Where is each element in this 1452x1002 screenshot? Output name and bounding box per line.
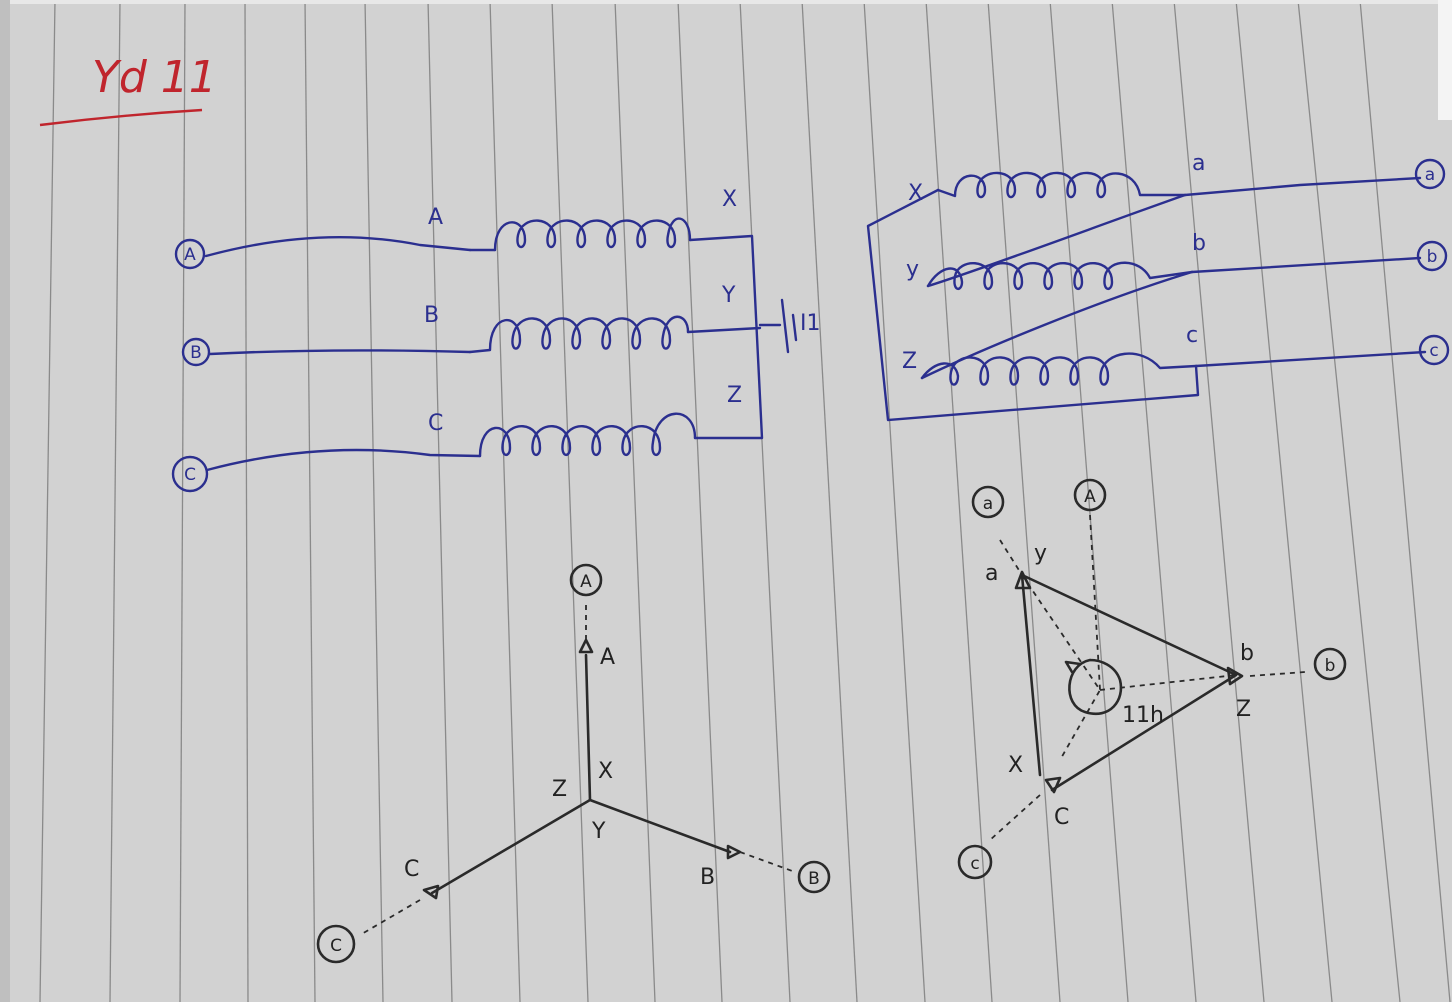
hv-phasor-terminal-A: A: [569, 563, 603, 597]
hv-phasor-terminal-C: C: [316, 924, 356, 964]
hv-coil-A-turns: [493, 217, 692, 252]
lv-dash-a: [999, 539, 1023, 576]
hv-phasor-label-Y: Y: [591, 819, 606, 844]
lv-terminal-b: b: [1416, 240, 1448, 272]
lv-phasor-label-Z: Z: [1236, 697, 1251, 722]
hv-label-X: X: [722, 187, 737, 212]
lv-label-b: b: [1192, 231, 1206, 256]
hv-terminal-A: A: [174, 238, 206, 270]
lv-delta-link-bz: [920, 270, 1194, 380]
lv-delta-link-xc: [866, 188, 1200, 422]
svg-text:A: A: [184, 245, 196, 265]
lv-label-X: X: [908, 181, 923, 206]
hv-lead-C: [205, 448, 482, 472]
lv-lead-a: [1183, 176, 1422, 197]
lv-dash-center: [1021, 574, 1102, 761]
svg-text:b: b: [1325, 656, 1336, 676]
hv-phasor-C: [430, 798, 592, 895]
hv-lead-B: [208, 349, 472, 356]
lv-phasor-label-a: a: [985, 561, 998, 586]
lv-label-a: a: [1192, 151, 1205, 176]
hv-phasor-terminal-B: B: [797, 860, 831, 894]
lv-arrow-c: [1044, 776, 1062, 794]
lv-phasor-label-y: y: [1034, 541, 1047, 566]
hv-label-C: C: [428, 411, 443, 436]
hv-arrow-C: [422, 884, 440, 900]
hv-phasor: A B C A B C Z X Y: [316, 563, 831, 964]
lv-label-c: c: [1186, 323, 1198, 348]
hv-terminal-B: B: [181, 337, 211, 367]
lv-angle-arrow: [1064, 660, 1082, 674]
lv-delta-side-bottom: [1050, 673, 1238, 792]
hv-label-B: B: [424, 303, 439, 328]
lv-label-y: y: [906, 257, 919, 282]
lv-delta-link-ay: [926, 193, 1187, 288]
lv-angle-label: 11h: [1122, 703, 1164, 728]
hv-star-bus: [688, 234, 764, 440]
hv-coil-B: [468, 315, 690, 354]
hv-phasor-label-X: X: [598, 759, 613, 784]
svg-text:c: c: [970, 854, 979, 874]
hv-phasor-label-Z: Z: [552, 777, 567, 802]
lv-phasor-terminal-A: A: [1073, 478, 1107, 512]
svg-text:a: a: [1425, 165, 1435, 185]
svg-text:c: c: [1429, 341, 1438, 361]
title: Yd 11: [39, 52, 217, 127]
hv-dash-C: [359, 899, 421, 936]
lv-label-Z: Z: [902, 349, 917, 374]
hv-lead-A: [204, 235, 472, 258]
svg-text:a: a: [983, 494, 993, 514]
lv-terminal-a: a: [1414, 158, 1446, 190]
lv-dash-c: [989, 794, 1041, 841]
svg-text:B: B: [190, 343, 202, 363]
svg-text:b: b: [1427, 247, 1438, 267]
hv-star-link-B: [686, 326, 762, 334]
lv-coil-a: [936, 171, 1187, 199]
lv-phasor-terminal-c: c: [957, 844, 993, 880]
lv-phasor-terminal-a: a: [971, 485, 1005, 519]
lv-arrow-a: [1014, 570, 1032, 590]
svg-text:A: A: [1084, 487, 1096, 507]
lv-lead-b: [1190, 256, 1422, 274]
hv-terminal-C: C: [171, 455, 209, 493]
hv-label-Z: Z: [727, 383, 742, 408]
lv-arrow-b: [1226, 666, 1244, 686]
lv-coil-b: [926, 261, 1194, 290]
lv-phasor: a A b c a y b Z X C 11h: [957, 478, 1347, 880]
lv-winding: a b c X y Z a b c: [866, 151, 1450, 422]
hv-neutral-mark: I1: [800, 311, 821, 336]
hv-label-Y: Y: [721, 283, 736, 308]
lv-phasor-label-C: C: [1054, 805, 1069, 830]
lv-phasor-terminal-b: b: [1313, 647, 1347, 681]
hv-phasor-label-B: B: [700, 865, 715, 890]
hv-phasor-label-A: A: [600, 645, 615, 670]
lv-phasor-label-b: b: [1240, 641, 1254, 666]
svg-text:C: C: [330, 936, 342, 956]
page-edge-mark: [1438, 0, 1452, 120]
lv-angle-arc: [1068, 658, 1123, 715]
lv-phasor-label-X: X: [1008, 753, 1023, 778]
lv-dash-centre-b: [1099, 674, 1237, 691]
lv-lead-c: [1194, 350, 1427, 368]
hv-phasor-label-C: C: [404, 857, 419, 882]
hv-arrow-A: [578, 638, 594, 654]
hv-label-A: A: [428, 205, 443, 230]
hv-phasor-B: [588, 798, 732, 854]
svg-text:A: A: [580, 572, 592, 592]
hv-coil-C: [478, 412, 697, 458]
hv-neutral-earth: [758, 298, 798, 354]
svg-text:B: B: [808, 869, 820, 889]
title-text: Yd 11: [92, 52, 217, 103]
lv-delta-side-left: [1020, 573, 1042, 777]
hv-winding: A B C A B C X Y Z I1: [171, 187, 821, 493]
ruled-lines: [39, 0, 1451, 1002]
hv-phasor-A: [584, 653, 592, 802]
lv-terminal-c: c: [1418, 334, 1450, 366]
svg-text:C: C: [184, 465, 196, 485]
title-underline: [39, 108, 203, 127]
lv-delta-side-top: [1020, 573, 1238, 677]
hv-arrow-B: [726, 844, 742, 860]
